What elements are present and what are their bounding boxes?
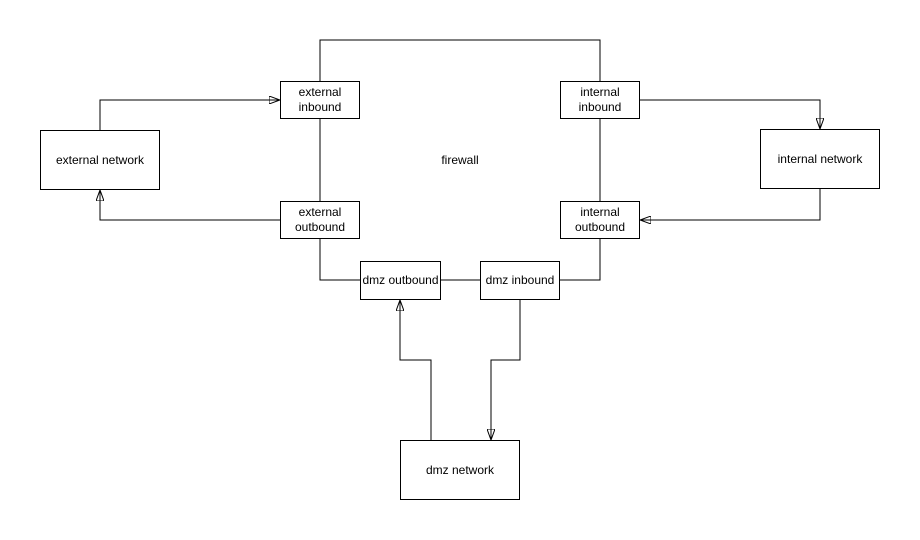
edge-external-outbound-to-external-network <box>100 190 280 221</box>
node-external-outbound: external outbound <box>280 201 360 239</box>
node-dmz-inbound-label: dmz inbound <box>485 273 555 287</box>
node-dmz-outbound-label: dmz outbound <box>362 273 439 287</box>
node-internal-network: internal network <box>760 129 880 189</box>
edge-external-outbound-to-dmz-outbound <box>319 239 360 281</box>
edge-dmz-network-to-dmz-outbound <box>400 300 432 440</box>
node-dmz-outbound: dmz outbound <box>360 261 441 300</box>
node-external-inbound-label: external inbound <box>298 85 342 114</box>
edge-dmz-inbound-to-dmz-network <box>491 300 521 440</box>
node-internal-outbound-label: internal outbound <box>574 205 626 234</box>
node-internal-inbound-label: internal inbound <box>578 85 622 114</box>
edge-internal-network-to-internal-outbound <box>640 189 821 220</box>
edge-dmz-inbound-to-internal-outbound <box>560 239 601 281</box>
edge-external-network-to-external-inbound <box>99 100 280 130</box>
node-internal-outbound: internal outbound <box>560 201 640 239</box>
node-external-network: external network <box>40 130 160 190</box>
node-dmz-inbound: dmz inbound <box>480 261 560 300</box>
node-internal-network-label: internal network <box>777 151 863 166</box>
node-external-inbound: external inbound <box>280 81 360 119</box>
node-external-outbound-label: external outbound <box>294 205 346 234</box>
edge-internal-inbound-to-internal-network <box>640 99 820 129</box>
node-external-network-label: external network <box>55 152 145 167</box>
node-dmz-network-label: dmz network <box>425 462 495 477</box>
edge-external-inbound-to-internal-inbound <box>319 39 601 81</box>
firewall-label: firewall <box>441 152 479 167</box>
node-internal-inbound: internal inbound <box>560 81 640 119</box>
node-dmz-network: dmz network <box>400 440 520 500</box>
